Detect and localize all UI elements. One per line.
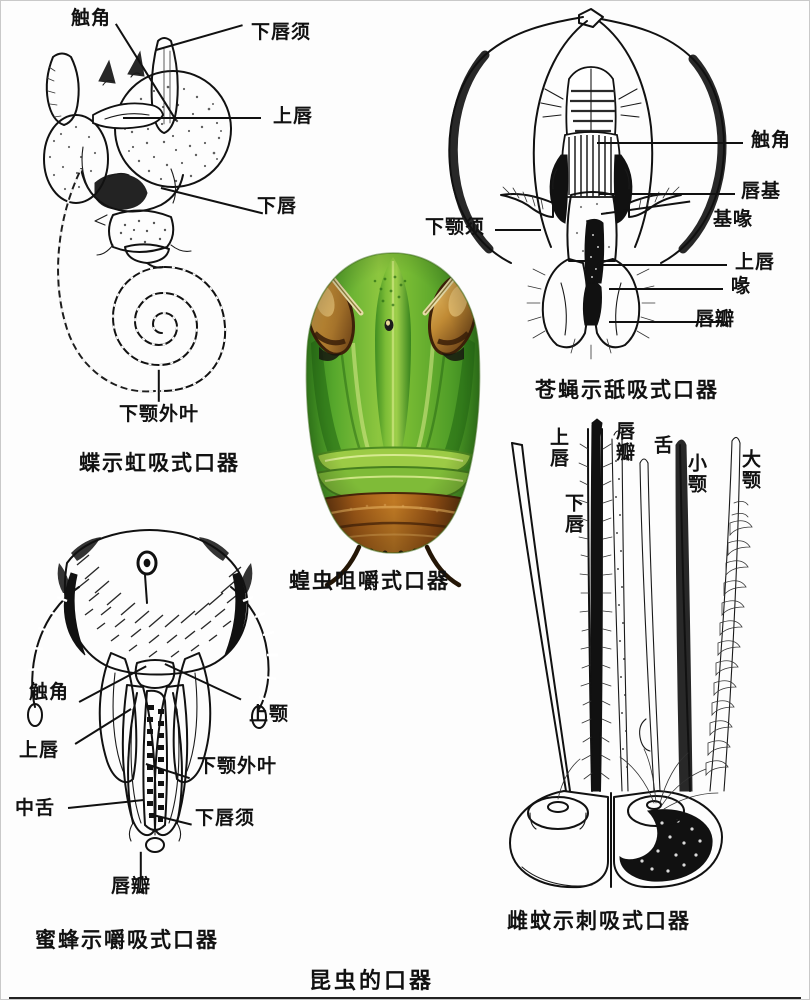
panel-butterfly [21, 19, 321, 419]
fly-label-antenna: 触角 [751, 130, 792, 151]
bee-caption: 蜜蜂示嚼吸式口器 [35, 929, 219, 952]
butterfly-label-labium: 下唇 [257, 196, 298, 217]
leader-fly-maxillary-palp [495, 229, 541, 231]
fly-drawing [448, 8, 727, 360]
butterfly-label-labial-palp: 下唇须 [251, 22, 312, 43]
fly-label-labrum: 上唇 [735, 252, 776, 273]
fly-label-clypeus: 唇基 [741, 181, 782, 202]
grasshopper-head-image [305, 252, 481, 588]
leader-fly-antenna [597, 142, 743, 144]
bee-label-labellum: 唇瓣 [111, 876, 152, 897]
leader-fly-labrum [601, 264, 727, 266]
bottom-divider [9, 997, 801, 999]
butterfly-label-labrum: 上唇 [273, 106, 314, 127]
bee-label-galea: 下颚外叶 [197, 756, 278, 777]
leader-butterfly-labrum [123, 117, 261, 119]
mosquito-label-maxilla: 小颚 [684, 453, 706, 495]
fly-caption: 苍蝇示舐吸式口器 [535, 379, 719, 402]
mosquito-caption: 雌蚊示刺吸式口器 [507, 910, 691, 933]
fly-label-maxillary-palp: 下颚须 [425, 217, 486, 238]
bee-label-glossa: 中舌 [15, 798, 56, 819]
fly-label-labellum: 唇瓣 [695, 309, 736, 330]
butterfly-label-galea: 下颚外叶 [119, 404, 200, 425]
fly-label-proboscis: 喙 [731, 276, 752, 297]
butterfly-drawing [43, 37, 232, 393]
mosquito-label-labrum: 上唇 [546, 427, 568, 469]
figure-title: 昆虫的口器 [309, 968, 435, 993]
bee-label-labrum: 上唇 [19, 740, 60, 761]
fly-label-rostrum: 基喙 [713, 209, 754, 230]
butterfly-label-antenna: 触角 [71, 8, 112, 29]
bee-label-labial-palp: 下唇须 [195, 808, 256, 829]
mosquito-label-labellum: 唇瓣 [612, 421, 634, 463]
mosquito-drawing [509, 418, 753, 889]
panel-grasshopper [301, 247, 486, 588]
leader-fly-labellum [609, 321, 723, 323]
leader-fly-clypeus [599, 193, 735, 195]
mosquito-label-mandible: 大颚 [738, 449, 760, 491]
mosquito-label-hypopharynx: 舌 [650, 435, 672, 456]
leader-fly-proboscis [609, 288, 723, 290]
leader-butterfly-galea-stem [158, 369, 160, 402]
mosquito-label-labium: 下唇 [561, 493, 583, 535]
bee-drawing [25, 529, 278, 853]
panel-bee [15, 523, 295, 873]
bee-label-mandible: 上颚 [249, 704, 290, 725]
panel-mosquito [496, 418, 786, 889]
panel-fly [441, 7, 731, 360]
bee-label-antenna: 触角 [29, 682, 70, 703]
butterfly-caption: 蝶示虹吸式口器 [79, 452, 240, 475]
grasshopper-caption: 蝗虫咀嚼式口器 [289, 570, 450, 593]
